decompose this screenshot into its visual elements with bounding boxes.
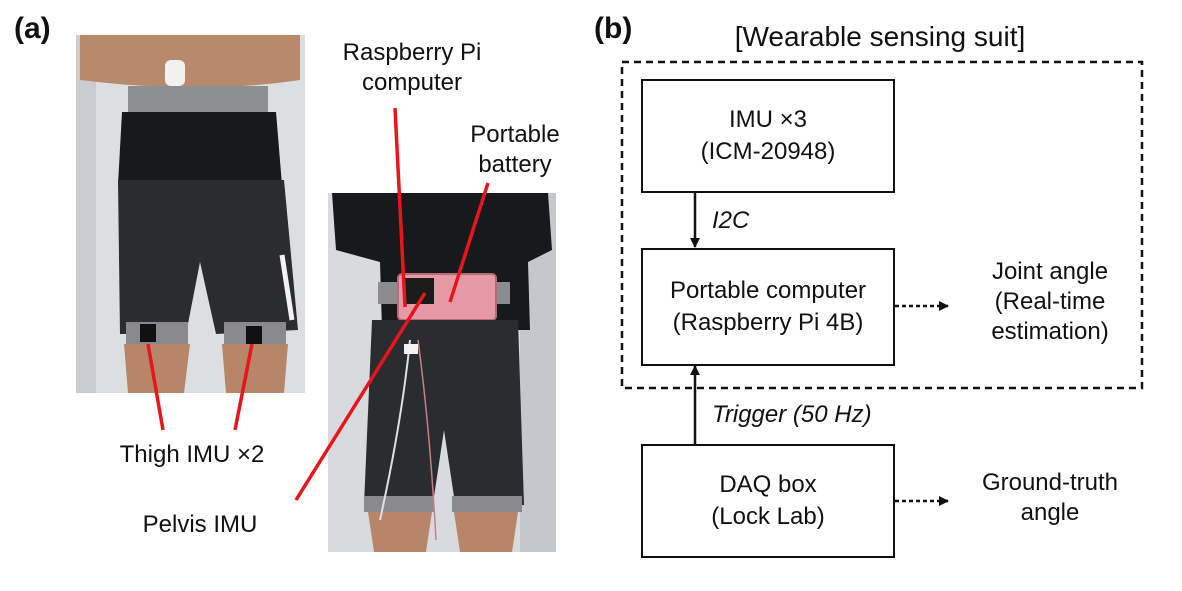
- trigger-label: Trigger (50 Hz): [712, 401, 872, 428]
- portable-computer-box: Portable computer (Raspberry Pi 4B): [641, 248, 895, 366]
- joint-angle-output: Joint angle (Real-time estimation): [991, 258, 1109, 345]
- callout-pelvis-imu: Pelvis IMU: [142, 511, 258, 538]
- daq-box: DAQ box (Lock Lab): [641, 444, 895, 558]
- callout-raspberry-pi: Raspberry Pi computer: [342, 39, 482, 96]
- panel-b-label: (b): [594, 12, 633, 45]
- callout-line-raspberry-pi: [393, 107, 407, 308]
- callout-battery: Portable battery: [470, 121, 560, 178]
- suit-boundary: [620, 60, 1144, 390]
- imu-box: IMU ×3 (ICM-20948): [641, 79, 895, 193]
- ground-truth-output: Ground-truth angle: [981, 469, 1119, 526]
- panel-a-label: (a): [14, 12, 51, 45]
- callout-line-thigh-left: [146, 343, 165, 431]
- callout-line-pelvis: [294, 292, 427, 501]
- suit-title: [Wearable sensing suit]: [734, 21, 1026, 52]
- callout-line-battery: [448, 182, 490, 303]
- callout-line-thigh-right: [233, 343, 254, 431]
- i2c-label: I2C: [712, 207, 750, 234]
- callout-thigh-imu: Thigh IMU ×2: [119, 441, 265, 468]
